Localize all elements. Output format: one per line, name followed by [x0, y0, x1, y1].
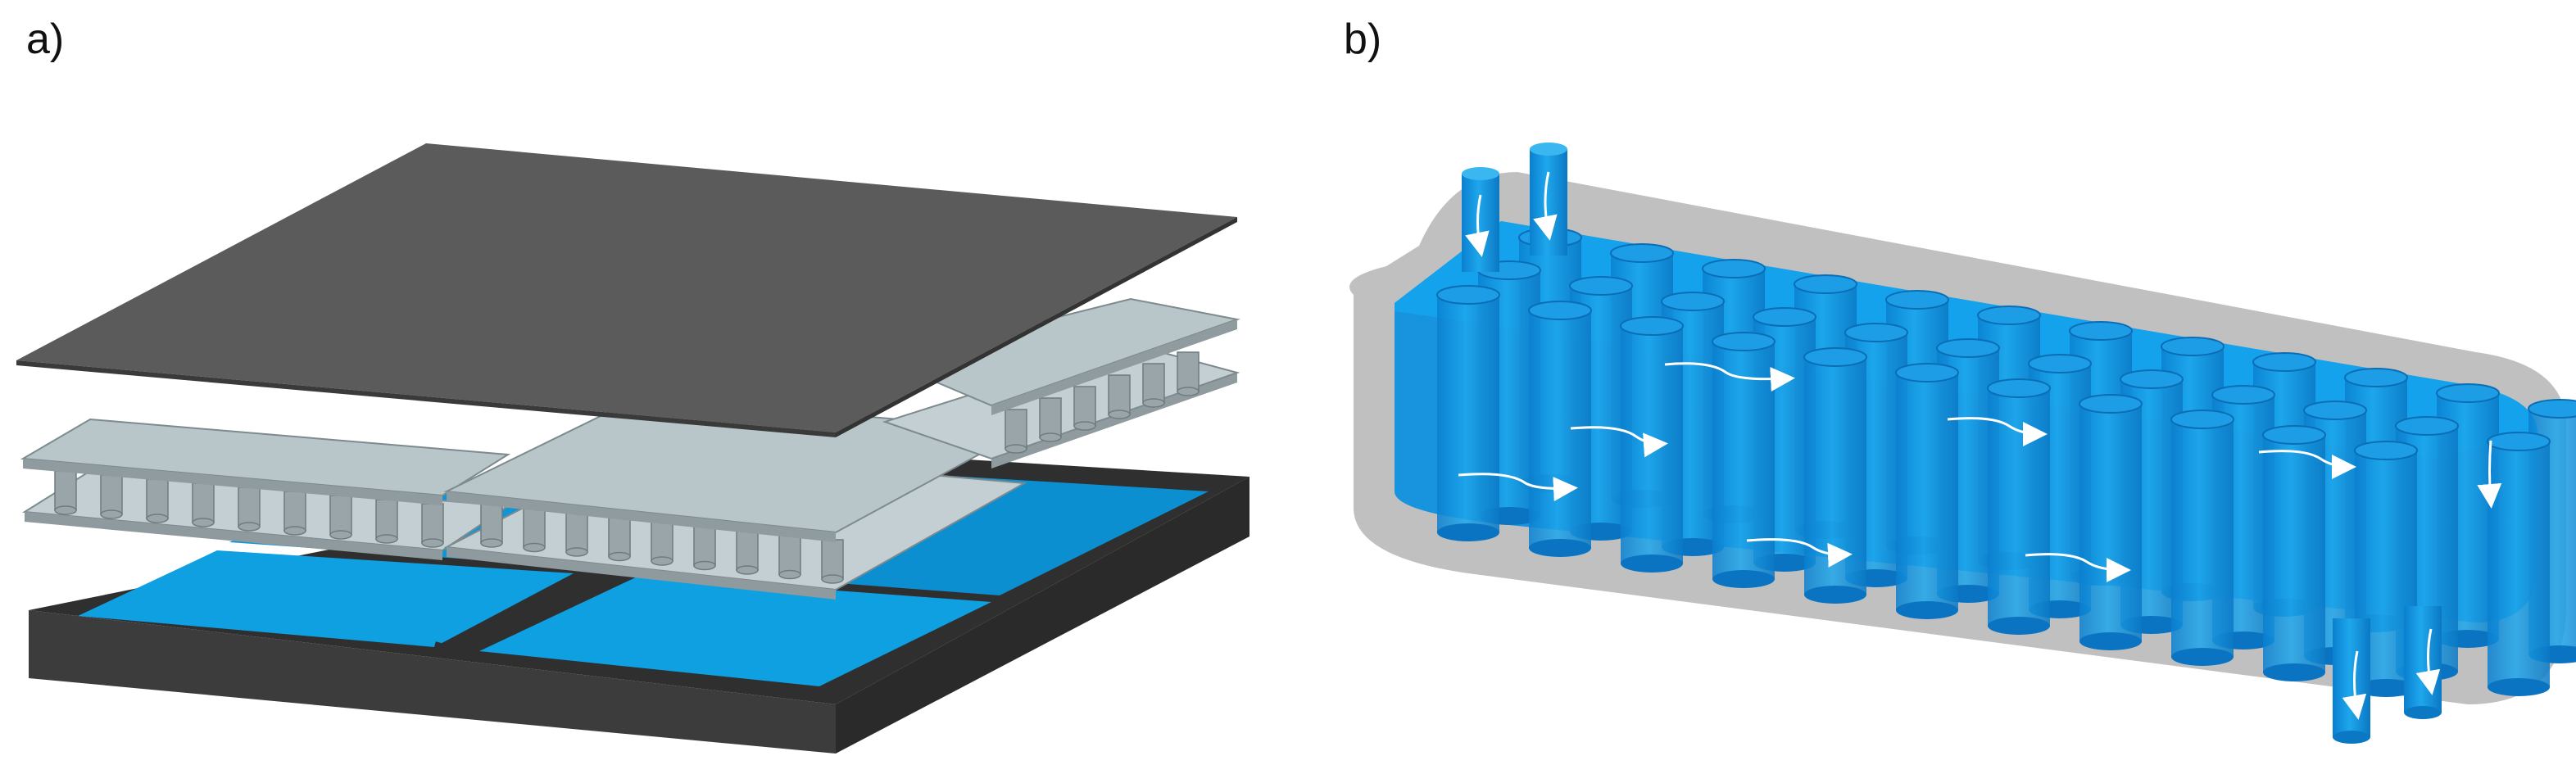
pin-fin-cylinder — [1620, 316, 1684, 573]
pin-fin-base — [565, 547, 588, 557]
pin-fin-base — [329, 530, 352, 540]
pin-fin — [238, 487, 261, 527]
pin-fin — [1039, 397, 1062, 438]
pin-fin-base — [238, 522, 261, 532]
pin-fin-base — [54, 505, 77, 515]
pin-fin — [693, 525, 716, 567]
pin-fin-base — [1142, 398, 1165, 408]
flow-arrows — [1458, 171, 2502, 720]
pin-fin — [283, 491, 306, 532]
pin-fin-base — [736, 565, 759, 575]
pin-fin — [480, 503, 503, 544]
flow-arrow-icon — [1465, 194, 1490, 257]
pin-fin-base — [523, 542, 546, 553]
pin-fin — [421, 503, 444, 544]
pin-fin-base — [821, 574, 844, 584]
pin-fin-cylinder — [2487, 432, 2551, 696]
pin-fin-base — [1108, 410, 1131, 419]
pin-fin — [608, 516, 631, 558]
pin-fin — [565, 512, 588, 553]
pin-fin-cylinder — [1803, 347, 1867, 604]
pin-fin-base — [778, 569, 801, 580]
pin-fin-plate-right — [443, 396, 1027, 600]
flow-arrow-icon — [1947, 417, 2048, 446]
pin-fin-base — [100, 509, 123, 519]
pin-fin-cylinder — [2079, 394, 2143, 650]
pin-fin — [523, 507, 546, 549]
pin-fin-base — [1177, 387, 1200, 396]
pin-fin — [1108, 374, 1131, 415]
top-cover-sheet — [16, 143, 1237, 437]
exploded-assembly-illustration — [16, 143, 1249, 754]
flow-arrow-icon — [1533, 171, 1558, 241]
flow-arrow-icon — [2258, 450, 2356, 479]
pin-fin — [1005, 409, 1027, 450]
pin-fin — [54, 470, 77, 511]
pin-fin-base — [651, 556, 673, 566]
flow-arrow-icon — [2342, 650, 2367, 720]
pin-fin-cylinder — [1436, 285, 1500, 541]
pin-fin — [100, 474, 123, 515]
basin-2 — [479, 576, 991, 686]
pin-fin-base — [146, 514, 169, 523]
panel-label-a: a) — [26, 16, 65, 63]
flow-arrow-icon — [2415, 628, 2441, 695]
panel-label-b: b) — [1344, 16, 1382, 63]
pin-fin-plate-left — [20, 418, 511, 560]
pin-fin-array — [1436, 228, 2576, 697]
pin-fin — [778, 534, 801, 576]
pin-fin-base — [283, 526, 306, 536]
pin-fin — [375, 499, 398, 540]
pin-fin-cylinder — [2262, 425, 2326, 681]
pin-fin-base — [480, 538, 503, 548]
pin-fin-base — [1039, 432, 1062, 442]
pin-fin — [821, 539, 844, 580]
pin-fin-base — [421, 538, 444, 548]
pin-fin-cylinder — [2170, 410, 2234, 666]
pin-fin — [192, 482, 215, 523]
pin-fin — [1142, 363, 1165, 404]
pin-fin — [651, 521, 673, 562]
pin-fin-base — [192, 518, 215, 527]
flow-arrow-icon — [2477, 440, 2502, 509]
flow-arrow-icon — [1570, 426, 1668, 458]
pin-fin — [329, 495, 352, 536]
flow-arrow-icon — [1746, 538, 1853, 568]
pin-fin-base — [693, 560, 716, 571]
pin-fin-cylinder — [1895, 363, 1959, 619]
pin-fin — [1073, 386, 1096, 427]
flow-arrow-icon — [1458, 473, 1578, 502]
flow-arrow-icon — [2025, 553, 2131, 582]
pin-fin — [146, 478, 169, 519]
pin-fin — [1177, 351, 1200, 392]
pin-fin-cylinder — [1987, 378, 2051, 635]
pin-fin-plate-back — [882, 297, 1240, 468]
pin-fin-cylinder — [1528, 301, 1592, 557]
basin-1 — [78, 550, 574, 647]
flow-arrow-icon — [1664, 362, 1795, 392]
flow-channel-illustration — [1349, 143, 2576, 744]
pin-fin — [736, 530, 759, 571]
pin-fin-base — [375, 534, 398, 544]
pin-fin-base — [1005, 444, 1027, 454]
pin-fin-base — [608, 551, 631, 562]
pin-fin-base — [1073, 421, 1096, 431]
